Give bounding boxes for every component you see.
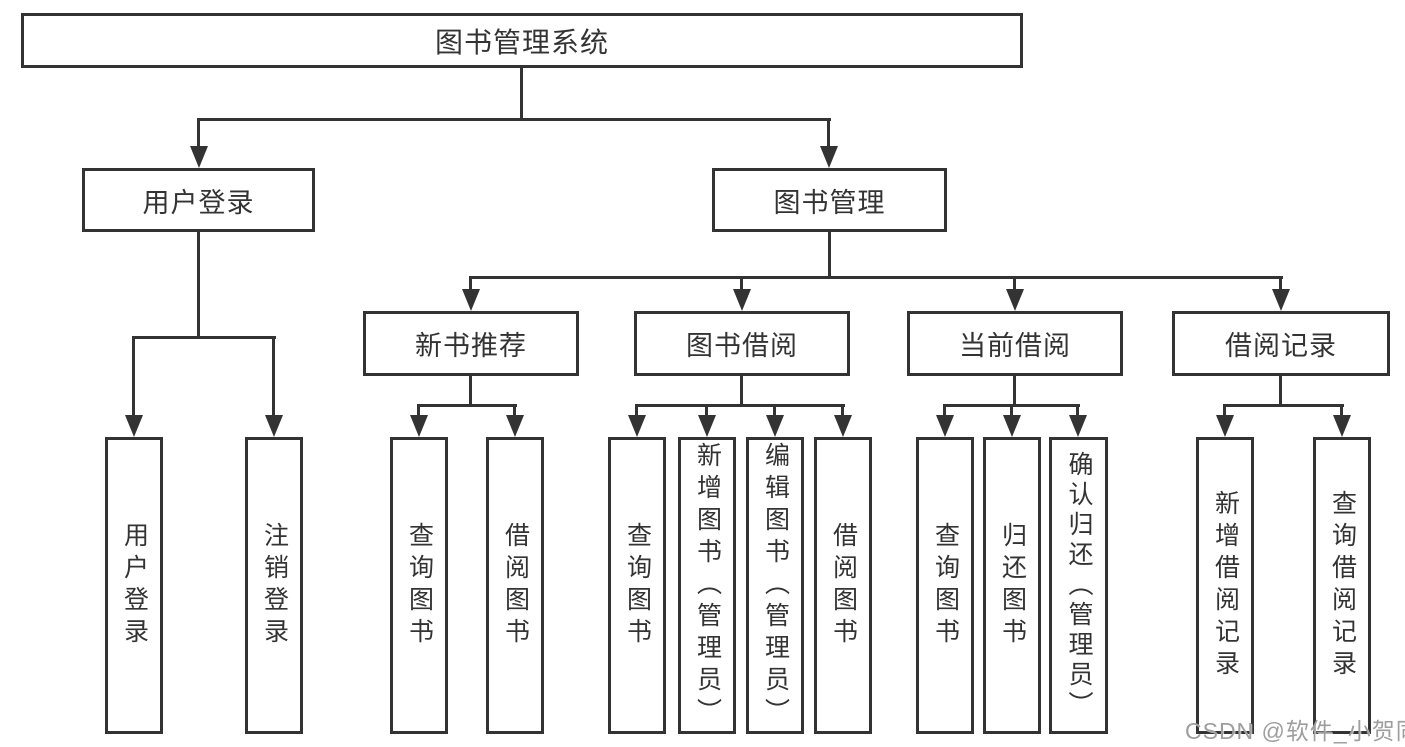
arrow-down-icon (265, 415, 283, 437)
connector-line (1279, 376, 1282, 407)
connector-line (513, 404, 516, 419)
csdn-watermark: CSDN @软件_小贺同学 (1185, 718, 1405, 744)
leaf-query-books-1: 查询图书 (390, 437, 448, 734)
node-root: 图书管理系统 (21, 13, 1023, 68)
connector-line (197, 118, 200, 152)
leaf-query-borrow-record: 查询借阅记录 (1313, 437, 1371, 734)
connector-line (773, 404, 776, 419)
connector-line (828, 232, 831, 279)
connector-line (132, 336, 135, 418)
connector-line (740, 376, 743, 407)
arrow-down-icon (1006, 289, 1024, 311)
arrow-down-icon (125, 415, 143, 437)
connector-line (635, 404, 845, 407)
node-book-management-label: 图书管理 (773, 187, 886, 218)
arrow-down-icon (190, 146, 208, 168)
connector-line (1076, 404, 1079, 419)
arrow-down-icon (834, 415, 852, 437)
node-borrow-records-label: 借阅记录 (1225, 331, 1337, 361)
connector-line (1279, 276, 1282, 292)
connector-line (520, 68, 523, 121)
connector-line (841, 404, 844, 419)
leaf-query-books-2: 查询图书 (608, 437, 666, 734)
connector-line (197, 118, 831, 121)
connector-line (705, 404, 708, 419)
connector-line (1340, 404, 1343, 419)
node-user-login-label: 用户登录 (142, 187, 255, 218)
node-current-borrow-label: 当前借阅 (959, 331, 1071, 361)
leaf-add-books-admin: 新增图书（管理员） (678, 437, 736, 734)
leaf-borrow-books-2-label: 借阅图书 (829, 521, 858, 650)
connector-line (469, 276, 1283, 279)
arrow-down-icon (462, 289, 480, 311)
leaf-borrow-books-1-label: 借阅图书 (501, 521, 530, 650)
arrow-down-icon (1003, 415, 1021, 437)
node-book-borrow: 图书借阅 (634, 311, 850, 376)
connector-line (1013, 276, 1016, 292)
leaf-query-books-3-label: 查询图书 (931, 521, 960, 650)
leaf-confirm-return-admin-label: 确认归还（管理员） (1065, 450, 1093, 721)
leaf-logout-label: 注销登录 (260, 521, 289, 650)
node-current-borrow: 当前借阅 (907, 311, 1123, 376)
node-borrow-records: 借阅记录 (1172, 311, 1390, 376)
leaf-query-books-3: 查询图书 (916, 437, 974, 734)
connector-line (272, 336, 275, 418)
leaf-query-books-1-label: 查询图书 (405, 521, 434, 650)
connector-line (197, 232, 200, 339)
leaf-logout: 注销登录 (245, 437, 303, 734)
leaf-add-books-admin-label: 新增图书（管理员） (693, 441, 722, 730)
arrow-down-icon (766, 415, 784, 437)
leaf-borrow-books-1: 借阅图书 (486, 437, 544, 734)
leaf-query-borrow-record-label: 查询借阅记录 (1328, 489, 1357, 682)
connector-line (1223, 404, 1344, 407)
arrow-down-icon (820, 146, 838, 168)
connector-line (132, 336, 276, 339)
connector-line (635, 404, 638, 419)
connector-line (827, 118, 830, 152)
node-root-label: 图书管理系统 (434, 26, 609, 58)
leaf-confirm-return-admin: 确认归还（管理员） (1049, 437, 1108, 734)
connector-line (469, 376, 472, 407)
node-book-borrow-label: 图书借阅 (686, 331, 798, 361)
arrow-down-icon (410, 415, 428, 437)
leaf-return-books: 归还图书 (983, 437, 1041, 734)
leaf-user-login: 用户登录 (105, 437, 163, 734)
node-new-book-recommend-label: 新书推荐 (415, 331, 527, 361)
leaf-borrow-books-2: 借阅图书 (814, 437, 872, 734)
node-user-login: 用户登录 (82, 168, 315, 232)
leaf-edit-books-admin-label: 编辑图书（管理员） (761, 441, 790, 730)
arrow-down-icon (1216, 415, 1234, 437)
leaf-user-login-label: 用户登录 (120, 521, 149, 650)
node-new-book-recommend: 新书推荐 (363, 311, 579, 376)
leaf-return-books-label: 归还图书 (998, 521, 1027, 650)
arrow-down-icon (1333, 415, 1351, 437)
leaf-query-books-2-label: 查询图书 (623, 521, 652, 650)
leaf-edit-books-admin: 编辑图书（管理员） (746, 437, 804, 734)
arrow-down-icon (936, 415, 954, 437)
connector-line (1223, 404, 1226, 419)
arrow-down-icon (698, 415, 716, 437)
connector-line (469, 276, 472, 292)
connector-line (1010, 404, 1013, 419)
leaf-add-borrow-record-label: 新增借阅记录 (1211, 489, 1240, 682)
connector-line (943, 404, 946, 419)
arrow-down-icon (1069, 415, 1087, 437)
connector-line (740, 276, 743, 292)
arrow-down-icon (506, 415, 524, 437)
leaf-add-borrow-record: 新增借阅记录 (1196, 437, 1254, 734)
connector-line (1013, 376, 1016, 407)
arrow-down-icon (1272, 289, 1290, 311)
arrow-down-icon (628, 415, 646, 437)
node-book-management: 图书管理 (712, 168, 947, 232)
connector-line (417, 404, 517, 407)
arrow-down-icon (733, 289, 751, 311)
connector-line (417, 404, 420, 419)
